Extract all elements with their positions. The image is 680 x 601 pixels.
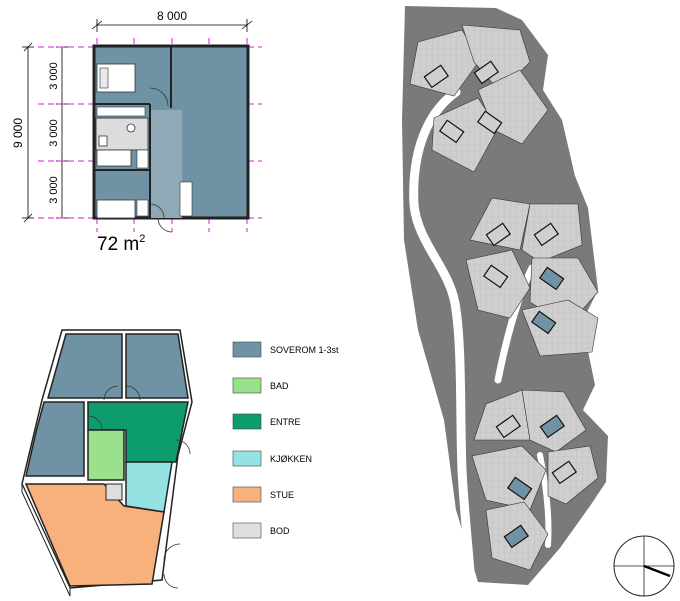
legend-swatch-soverom bbox=[232, 341, 262, 358]
house-cluster-middle bbox=[465, 197, 599, 357]
floor-plan: 8 000 9 000 3 000 3 000 3 000 72 m2 bbox=[11, 9, 262, 255]
axonometric-diagram bbox=[21, 329, 193, 597]
legend-label-kjokken: KJØKKEN bbox=[270, 454, 312, 464]
bedroom-zone-2 bbox=[125, 333, 189, 399]
legend: SOVEROM 1-3st BAD ENTRE KJØKKEN STUE BOD bbox=[232, 341, 339, 539]
area-label: 72 m2 bbox=[97, 233, 145, 255]
north-arrow-icon bbox=[613, 535, 675, 597]
legend-swatch-bad bbox=[232, 377, 262, 394]
segment-dimension-label-1: 3 000 bbox=[48, 62, 60, 90]
house-cluster-south bbox=[471, 389, 599, 571]
legend-swatch-kjokken bbox=[232, 450, 262, 467]
area-value: 72 m bbox=[97, 234, 139, 255]
legend-swatch-stue bbox=[232, 486, 262, 503]
access-road-2 bbox=[537, 452, 552, 548]
area-unit-superscript: 2 bbox=[139, 233, 145, 245]
legend-swatch-entre bbox=[232, 413, 262, 430]
stue-zone bbox=[24, 483, 165, 587]
site-plan bbox=[402, 6, 675, 597]
legend-label-bad: BAD bbox=[270, 381, 289, 391]
house-cluster-north bbox=[409, 24, 549, 173]
legend-label-entre: ENTRE bbox=[270, 417, 301, 427]
bod-zone bbox=[105, 483, 123, 501]
bedroom-zone-1 bbox=[47, 333, 123, 399]
main-road bbox=[409, 87, 475, 577]
height-dimension-label: 9 000 bbox=[11, 118, 25, 148]
width-dimension-label: 8 000 bbox=[157, 9, 187, 23]
bedroom-zone-3 bbox=[25, 401, 85, 477]
legend-swatch-bod bbox=[232, 522, 262, 539]
floor-plan-rooms bbox=[92, 44, 250, 233]
legend-label-soverom: SOVEROM 1-3st bbox=[270, 345, 339, 355]
segment-dimension-label-2: 3 000 bbox=[48, 119, 60, 147]
bad-zone bbox=[87, 429, 125, 481]
kjokken-zone bbox=[125, 461, 173, 513]
access-road-1 bbox=[494, 264, 536, 384]
segment-dimension-label-3: 3 000 bbox=[48, 176, 60, 204]
legend-label-stue: STUE bbox=[270, 490, 294, 500]
legend-label-bod: BOD bbox=[270, 526, 290, 536]
